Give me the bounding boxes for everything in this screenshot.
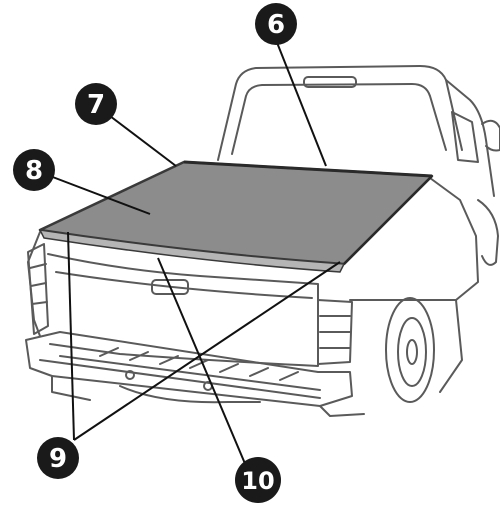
callout-7-badge [75, 83, 117, 125]
callout-6-label: 6 [267, 10, 285, 40]
tonneau-cover [38, 160, 434, 273]
truck-body [25, 65, 500, 417]
callout-8-badge [13, 149, 55, 191]
leader-6 [275, 39, 327, 167]
cover-surface [38, 160, 434, 266]
front-header [183, 160, 433, 178]
callout-9: 9 [37, 437, 79, 479]
callout-7: 7 [75, 83, 117, 125]
leader-7 [109, 115, 177, 167]
leader-lines [49, 39, 341, 467]
callout-10: 10 [235, 457, 281, 503]
callout-6-badge [255, 3, 297, 45]
leader-10 [157, 257, 247, 467]
leader-9b [73, 261, 341, 441]
leader-9a [67, 231, 75, 441]
callout-10-label: 10 [241, 467, 274, 495]
callout-7-label: 7 [87, 90, 105, 120]
leader-8 [49, 175, 151, 215]
callout-9-badge [37, 437, 79, 479]
side-rail [343, 175, 433, 265]
rear-rail [38, 229, 346, 273]
callout-6: 6 [255, 3, 297, 45]
callout-8-label: 8 [25, 156, 43, 186]
callout-8: 8 [13, 149, 55, 191]
callout-10-badge [235, 457, 281, 503]
callout-9-label: 9 [49, 444, 67, 474]
